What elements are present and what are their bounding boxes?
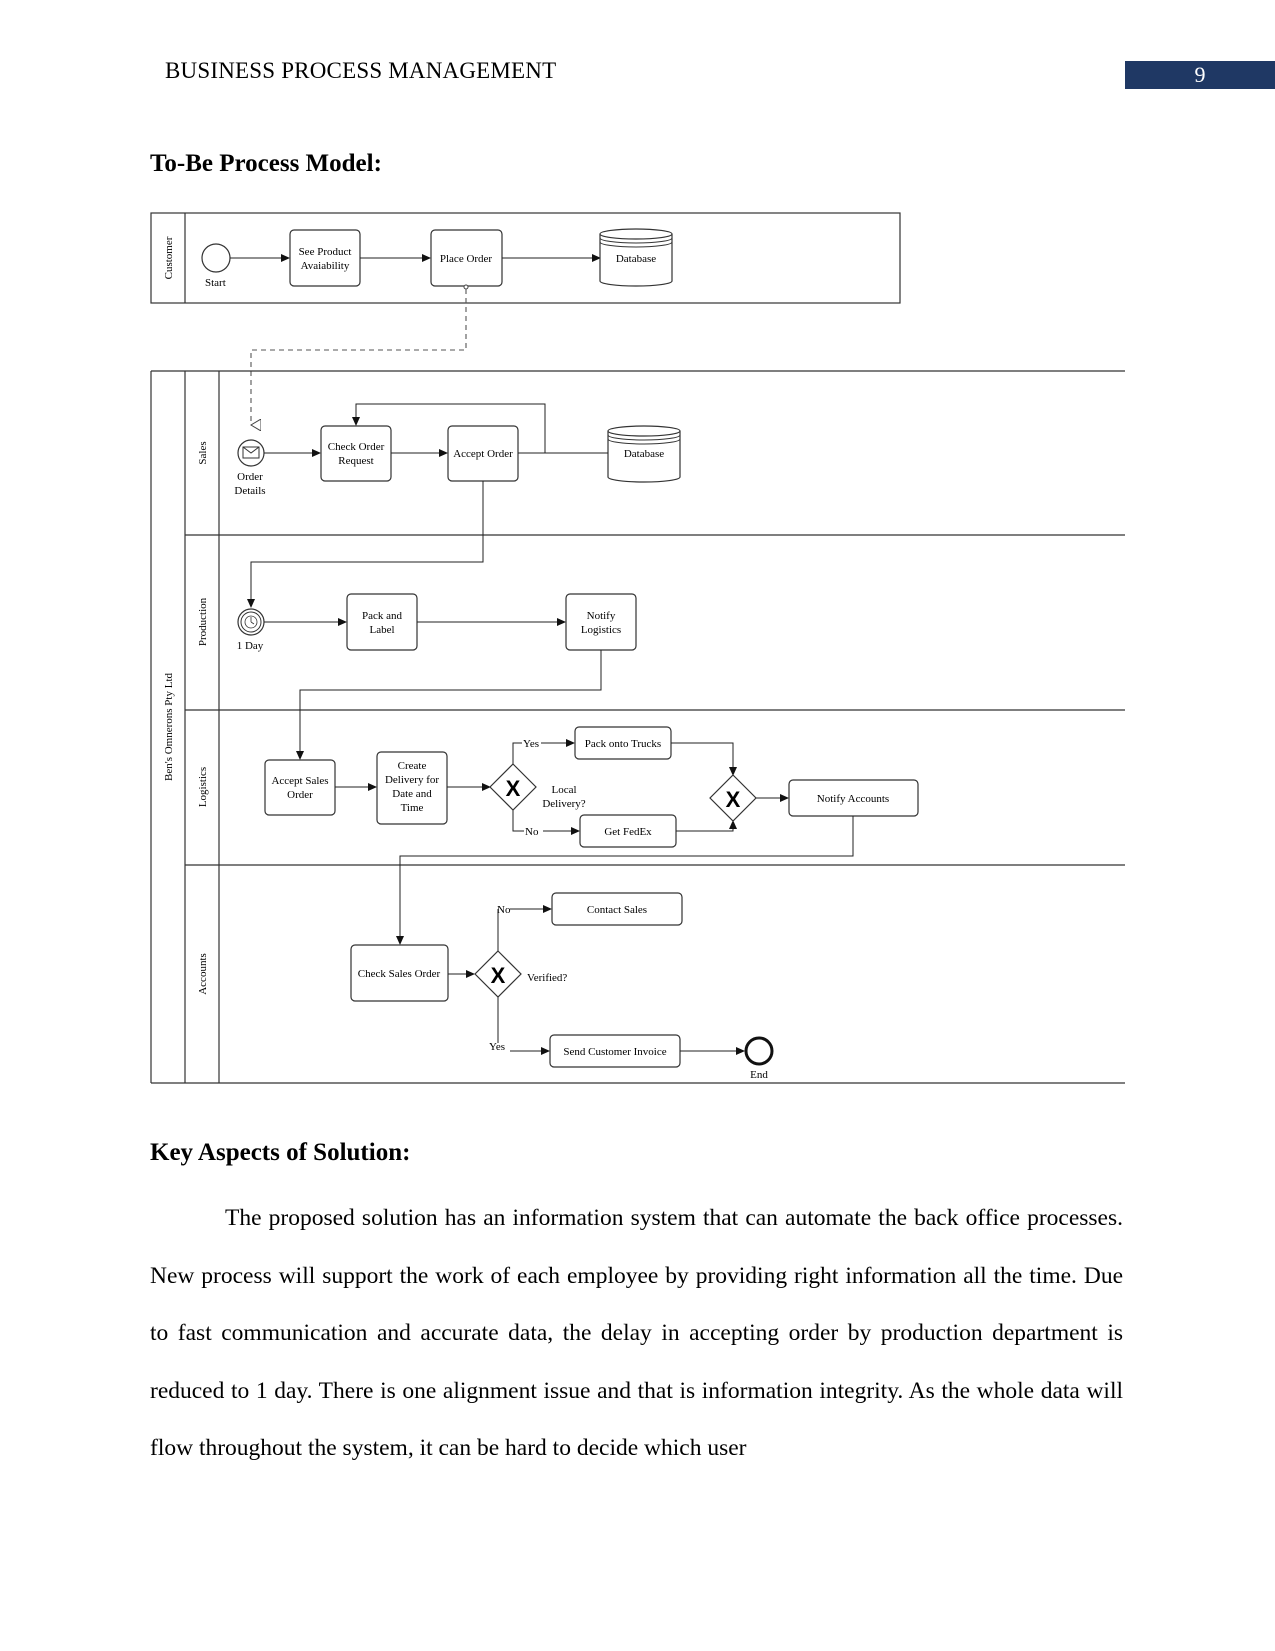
task-notify-logistics-label-2: Logistics	[581, 624, 621, 636]
task-place-order-label: Place Order	[440, 253, 493, 265]
task-see-product-label-2: Avaiability	[301, 260, 350, 272]
flow-label-no-2: No	[497, 904, 511, 916]
gateway-merge-marker: X	[726, 787, 741, 812]
end-event	[744, 1036, 774, 1066]
task-contact-sales	[551, 892, 683, 926]
task-create-delivery-label-1: Create	[398, 760, 427, 772]
flow-label-no-1: No	[525, 826, 539, 838]
end-label: End	[750, 1069, 768, 1081]
gateway-local-delivery-marker: X	[506, 776, 521, 801]
task-accept-sales-label-2: Order	[287, 789, 313, 801]
task-notify-logistics	[565, 593, 637, 651]
task-check-order-label-2: Request	[338, 455, 373, 467]
flow-label-yes-2: Yes	[489, 1041, 505, 1053]
task-check-sales-order	[350, 944, 449, 1002]
body-paragraph-text: The proposed solution has an information…	[150, 1205, 1123, 1461]
body-paragraph: The proposed solution has an information…	[150, 1190, 1123, 1478]
task-accept-sales-label-1: Accept Sales	[271, 775, 328, 787]
database-customer	[599, 228, 673, 287]
task-contact-sales-label: Contact Sales	[587, 904, 647, 916]
task-get-fedex-label: Get FedEx	[604, 826, 652, 838]
database-customer-label: Database	[616, 253, 656, 265]
lane-label-sales: Sales	[197, 441, 209, 464]
task-create-delivery-label-3: Date and	[392, 788, 432, 800]
gateway-local-label-1: Local	[551, 784, 576, 796]
lane-label-production: Production	[197, 597, 209, 646]
task-accept-order-label: Accept Order	[453, 448, 513, 460]
start-event	[201, 243, 231, 273]
gateway-local-label-2: Delivery?	[542, 798, 585, 810]
bpmn-diagram: Customer Start See Product Avaiability P…	[150, 212, 1125, 1084]
page-number: 9	[1125, 61, 1275, 89]
task-pack-and-label	[346, 593, 418, 651]
task-send-invoice-label: Send Customer Invoice	[563, 1046, 666, 1058]
message-start-event	[237, 439, 265, 467]
task-see-product	[289, 229, 361, 287]
task-accept-sales-order	[264, 759, 336, 816]
running-head: BUSINESS PROCESS MANAGEMENT	[165, 58, 557, 83]
task-pack-trucks-label: Pack onto Trucks	[585, 738, 661, 750]
start-label: Start	[205, 277, 226, 289]
task-see-product-label-1: See Product	[299, 246, 352, 258]
company-pool-label: Ben's Omnerons Pty Ltd	[163, 673, 175, 782]
flow-label-yes-1: Yes	[523, 738, 539, 750]
timer-event	[237, 608, 265, 636]
task-pack-label-1: Pack and	[362, 610, 403, 622]
task-create-delivery	[376, 751, 448, 825]
database-sales	[607, 425, 681, 483]
gateway-merge	[709, 774, 757, 822]
gateway-verified-marker: X	[491, 963, 506, 988]
task-create-delivery-label-2: Delivery for	[385, 774, 439, 786]
lane-label-logistics: Logistics	[197, 767, 209, 807]
lane-label-accounts: Accounts	[197, 953, 209, 995]
gateway-verified-label: Verified?	[527, 972, 567, 984]
task-create-delivery-label-4: Time	[401, 802, 424, 814]
customer-pool	[150, 212, 901, 304]
order-details-label-2: Details	[234, 485, 265, 497]
timer-label: 1 Day	[237, 640, 264, 652]
task-notify-accounts-label: Notify Accounts	[817, 793, 889, 805]
database-sales-label: Database	[624, 448, 664, 460]
task-pack-label-2: Label	[369, 624, 394, 636]
customer-pool-label: Customer	[163, 236, 175, 279]
task-notify-logistics-label-1: Notify	[587, 610, 616, 622]
order-details-label-1: Order	[237, 471, 263, 483]
section-heading-process-model: To-Be Process Model:	[150, 150, 382, 177]
task-check-sales-label: Check Sales Order	[358, 968, 441, 980]
task-check-order-request	[320, 425, 392, 482]
task-check-order-label-1: Check Order	[328, 441, 385, 453]
section-heading-key-aspects: Key Aspects of Solution:	[150, 1139, 411, 1166]
